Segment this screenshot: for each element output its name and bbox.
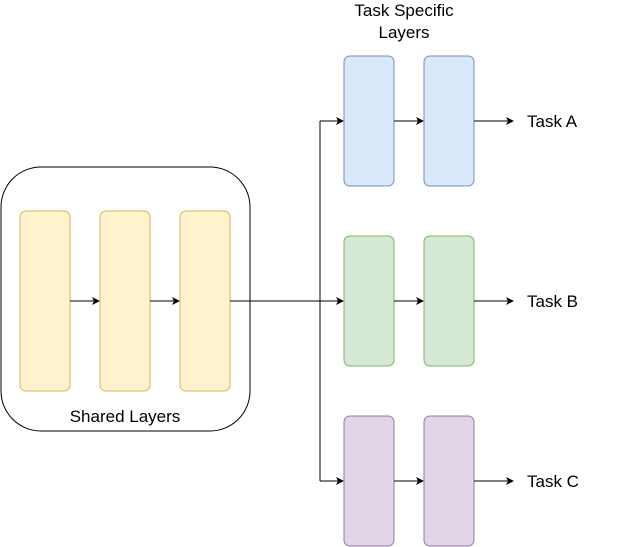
task-c-layer-2 [423, 415, 475, 547]
task-b-branch: Task B [320, 235, 578, 367]
task-b-label: Task B [527, 292, 578, 311]
task-c-branch: Task C [320, 415, 579, 547]
task-a-label: Task A [527, 112, 578, 131]
shared-layers-label: Shared Layers [70, 407, 181, 426]
task-a-layer-2 [423, 55, 475, 187]
shared-layer-1 [19, 210, 71, 392]
task-b-layer-2 [423, 235, 475, 367]
task-c-layer-1 [343, 415, 395, 547]
shared-layer-3 [179, 210, 231, 392]
task-b-layer-1 [343, 235, 395, 367]
task-a-layer-1 [343, 55, 395, 187]
task-a-branch: Task A [320, 55, 578, 187]
task-specific-header-line1: Task Specific [354, 1, 454, 20]
task-c-label: Task C [527, 472, 579, 491]
task-specific-header-line2: Layers [378, 23, 429, 42]
shared-layer-2 [99, 210, 151, 392]
